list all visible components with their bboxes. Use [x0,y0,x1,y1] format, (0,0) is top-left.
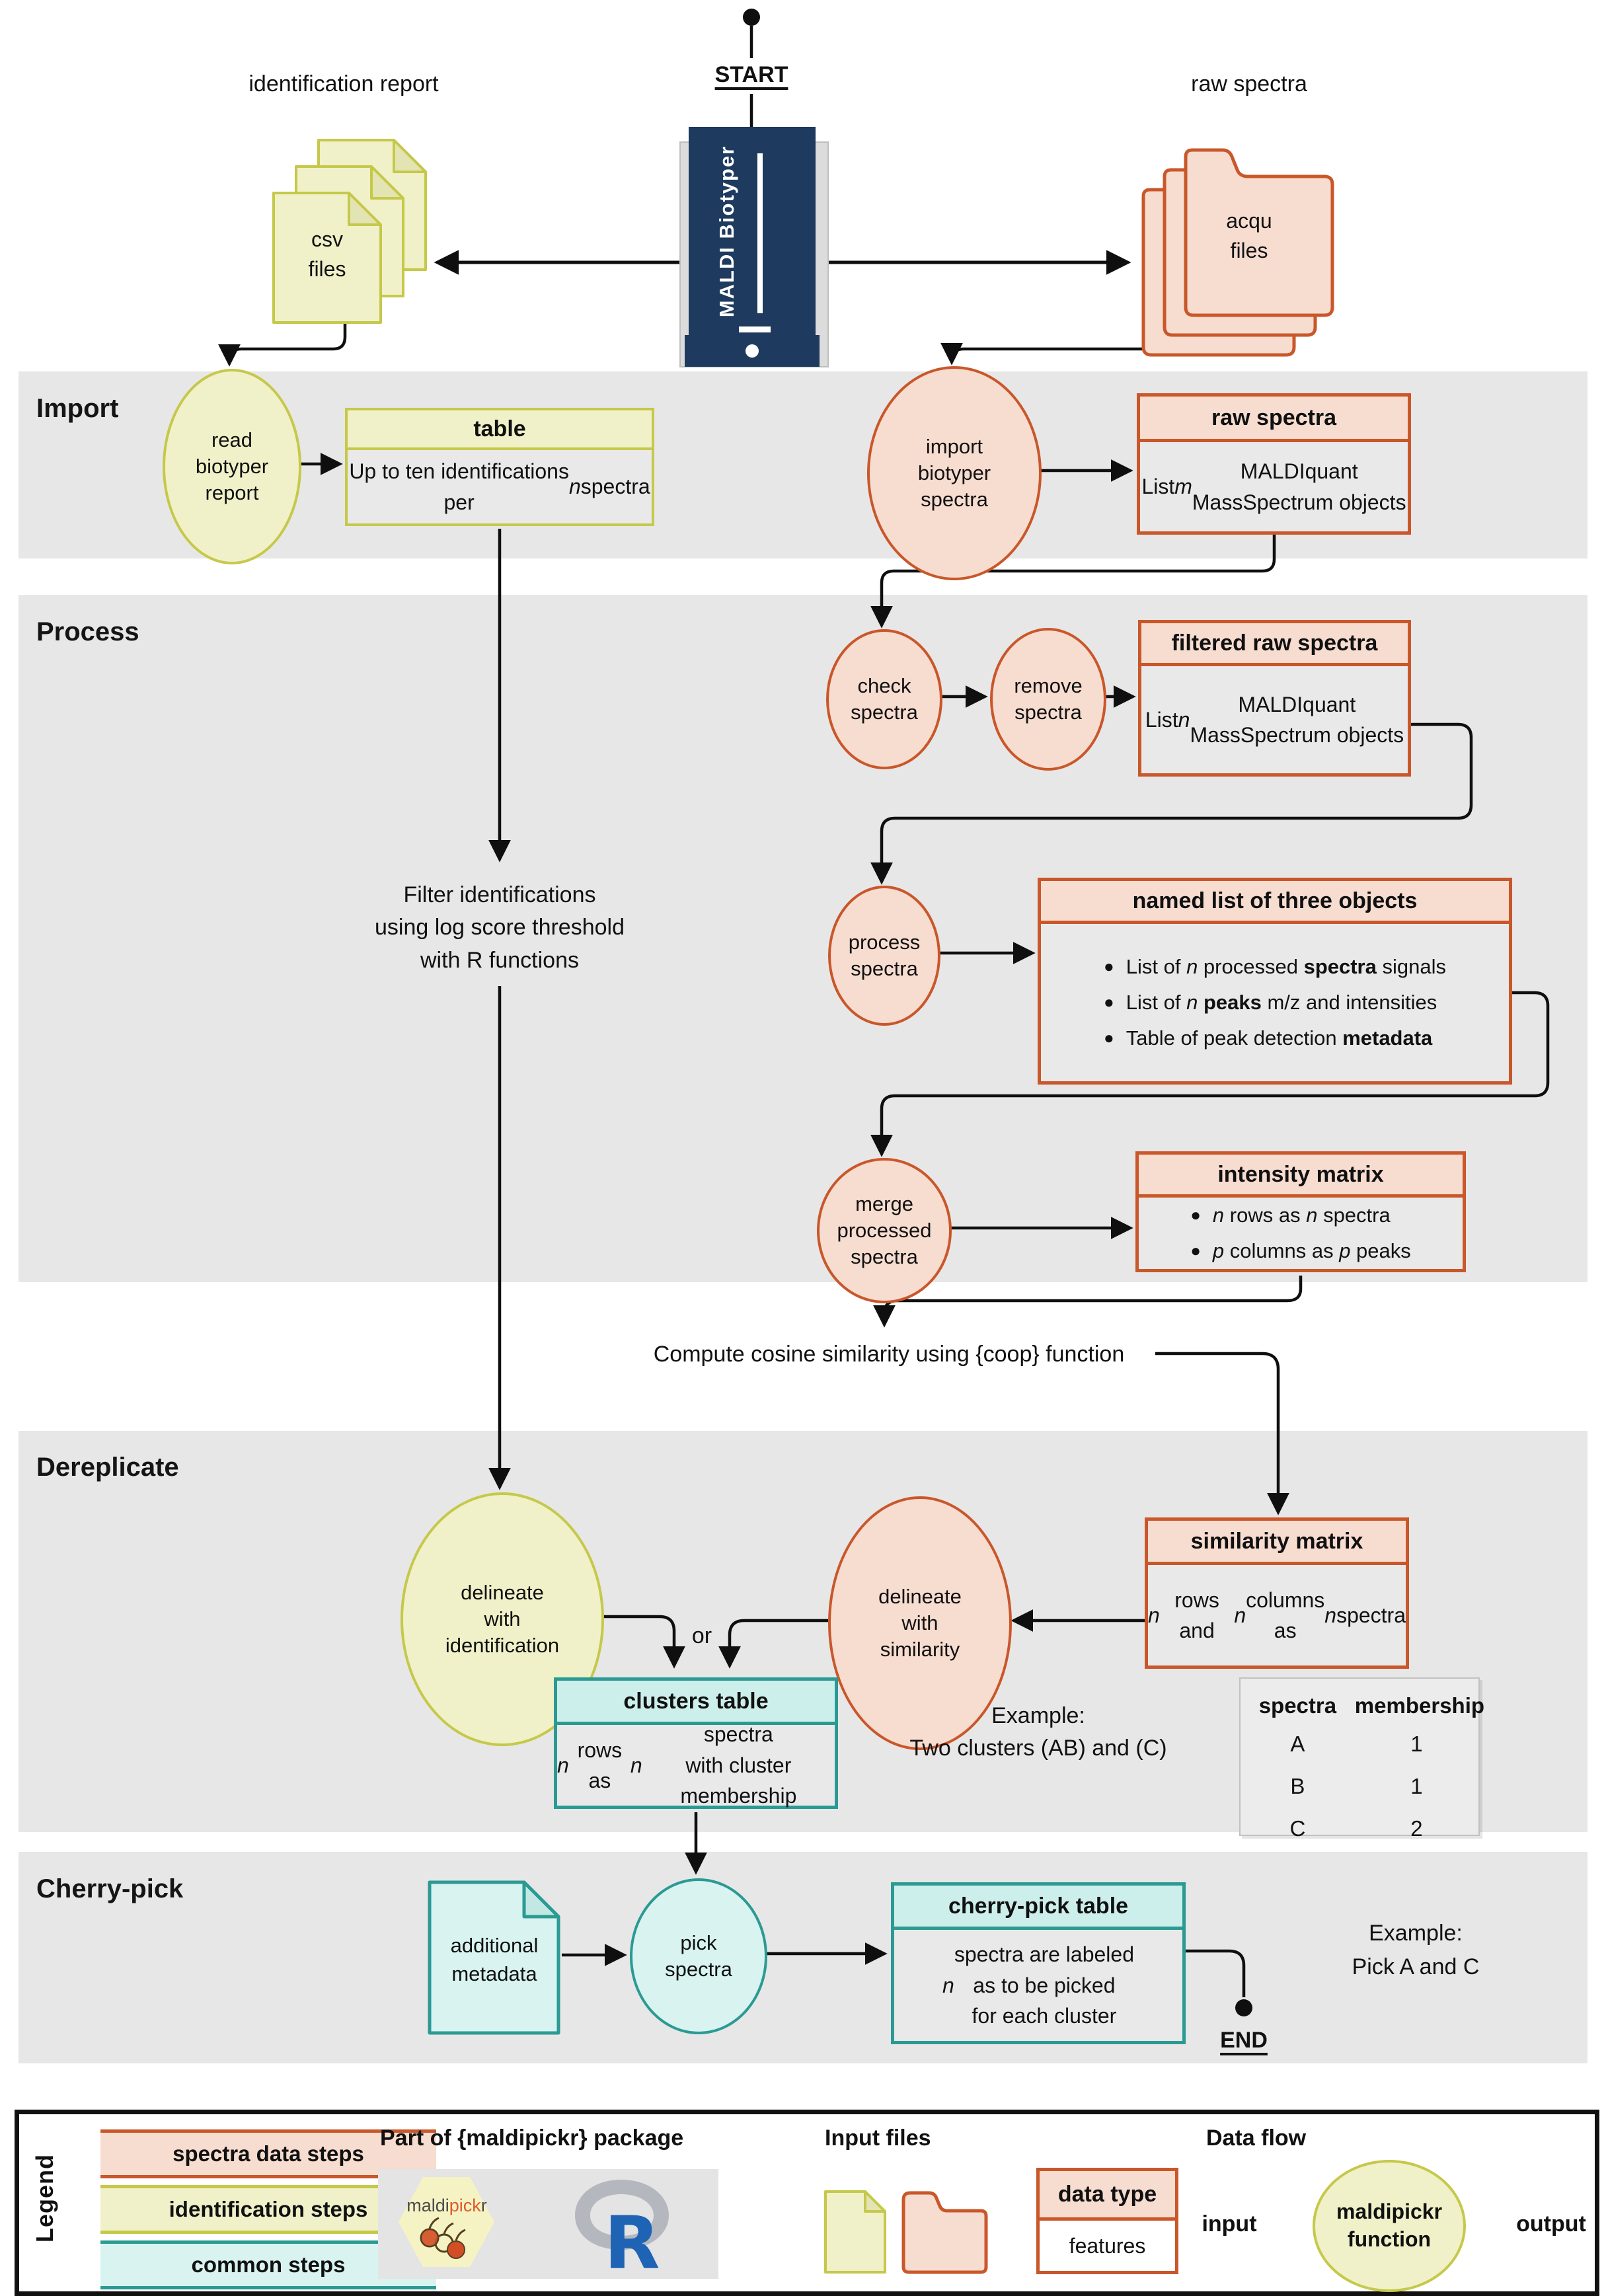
legend-swatch-spectra-data-steps: spectra data steps [100,2129,436,2178]
svg-text:maldipickr: maldipickr [406,2196,487,2215]
section-label-process: Process [36,617,139,646]
clusters-table-box: clusters table n rows as n spectra with … [554,1677,838,1809]
filter-identifications-note: Filter identifications using log score t… [374,882,625,973]
filtered-raw-spectra-box-body: List n MALDIquant MassSpectrum objects [1138,663,1411,777]
membership-col-header: spectra [1258,1693,1337,1718]
clusters-table-box-body: n rows as n spectra with cluster members… [554,1722,838,1809]
bullet-dot-icon: ● [1190,1241,1201,1260]
maldipickr-logo-icon: maldipickr [399,2177,494,2267]
acqu-files-label: acqu files [1226,209,1272,262]
raw-spectra-box: raw spectra List m MALDIquant MassSpectr… [1137,393,1411,535]
membership-cell: 2 [1410,1816,1423,1841]
start-label: START [714,62,788,87]
step-process-spectra: process spectra [828,886,940,1026]
start-dot [743,9,760,26]
step-read-biotyper-report: read biotyper report [163,369,301,564]
step-merge-processed-spectra: merge processed spectra [817,1158,952,1303]
identification-report-label: identification report [249,71,439,96]
cherry-pick-table-box-title: cherry-pick table [891,1882,1186,1927]
legend-swatch-label: identification steps [169,2197,368,2221]
bullet-dot-icon: ● [1190,1204,1201,1225]
step-pick-spectra: pick spectra [630,1878,767,2034]
section-label-cherry-pick: Cherry-pick [36,1874,184,1903]
r-logo-icon: R [575,2180,669,2277]
step-import-biotyper-spectra: import biotyper spectra [867,366,1042,580]
step-delineate-with-similarity: delineate with similarity [828,1496,1012,1750]
named-list-box: named list of three objects ●List of n p… [1038,878,1512,1085]
device-body [689,127,816,335]
legend-data-type-title: data type [1036,2168,1178,2217]
intensity-bullet: ●n rows as n spectra [1190,1203,1391,1227]
legend-folder-icon [901,2191,988,2274]
cherry-pick-table-box: cherry-pick table n spectra are labeled … [891,1882,1186,2044]
table-box-body: Up to ten identifications per n spectra [345,447,654,526]
csv-files-icon [272,139,427,324]
legend-data-flow-title: Data flow [1206,2125,1307,2151]
cherry-pick-example-note: Example: Pick A and C [1352,1921,1480,1979]
filtered-raw-spectra-box-title: filtered raw spectra [1138,620,1411,663]
raw-spectra-label: raw spectra [1191,71,1307,96]
named-list-box-title: named list of three objects [1038,878,1512,921]
bullet-dot-icon: ● [1104,991,1114,1012]
intensity-matrix-box-title: intensity matrix [1135,1151,1466,1194]
additional-metadata-file-icon [428,1880,560,2035]
svg-text:R: R [604,2201,660,2277]
legend-swatch-label: spectra data steps [172,2141,364,2166]
membership-cell: 1 [1410,1774,1423,1798]
device-base-dot [746,344,759,358]
csv-files-label: csv files [308,227,346,281]
raw-spectra-box-body: List m MALDIquant MassSpectrum objects [1137,439,1411,535]
membership-cell: A [1290,1732,1305,1756]
similarity-matrix-box-body: n rows and n columns as n spectra [1145,1562,1409,1669]
named-list-bullet: ●Table of peak detection metadata [1104,1026,1433,1050]
named-list-bullet: ●List of n peaks m/z and intensities [1104,990,1437,1014]
named-list-box-body: ●List of n processed spectra signals ●Li… [1038,921,1512,1085]
bullet-dot-icon: ● [1104,956,1114,976]
or-label: or [691,1623,712,1648]
additional-metadata-label: additional metadata [450,1934,539,1986]
table-box: table Up to ten identifications per n sp… [345,408,654,526]
legend-document-icon [824,2190,886,2274]
legend-package-title: Part of {maldipickr} package [380,2125,684,2151]
membership-cell: 1 [1410,1732,1423,1756]
legend-data-type-body: features [1036,2217,1178,2274]
intensity-matrix-box-body: ●n rows as n spectra ●p columns as p pea… [1135,1194,1466,1272]
step-check-spectra: check spectra [826,629,942,769]
legend-output-label: output [1516,2211,1586,2237]
membership-cell: C [1289,1816,1306,1841]
end-label: END [1220,2028,1268,2053]
acqu-folders-icon [1141,148,1334,357]
legend-maldipickr-function-step: maldipickr function [1313,2160,1466,2292]
dereplicate-example-note: Example: Two clusters (AB) and (C) [909,1703,1167,1761]
legend-input-files-title: Input files [825,2125,931,2151]
similarity-matrix-box-title: similarity matrix [1145,1517,1409,1562]
filtered-raw-spectra-box: filtered raw spectra List n MALDIquant M… [1138,620,1411,777]
clusters-table-box-title: clusters table [554,1677,838,1722]
intensity-matrix-box: intensity matrix ●n rows as n spectra ●p… [1135,1151,1466,1272]
similarity-matrix-box: similarity matrix n rows and n columns a… [1145,1517,1409,1669]
table-box-title: table [345,408,654,447]
membership-table: spectra membership A 1 B 1 C 2 [1239,1677,1485,1841]
membership-cell: B [1290,1774,1305,1798]
conn-intensity-to-cosine-note [873,1276,1303,1328]
cosine-similarity-note: Compute cosine similarity using {coop} f… [653,1342,1125,1367]
step-remove-spectra: remove spectra [990,628,1106,771]
device-label: MALDI Biotyper [715,145,738,318]
legend-swatch-label: common steps [191,2252,346,2277]
legend-input-label: input [1202,2211,1257,2237]
cherry-pick-band [19,1852,1587,2063]
bullet-dot-icon: ● [1104,1028,1114,1048]
cherries-icon [420,2217,466,2259]
membership-col-header: membership [1354,1693,1485,1718]
section-label-dereplicate: Dereplicate [36,1453,179,1482]
legend-title: Legend [31,2154,58,2243]
section-label-import: Import [36,394,119,423]
cherry-pick-table-box-body: n spectra are labeled as to be picked fo… [891,1927,1186,2044]
intensity-bullet: ●p columns as p peaks [1190,1239,1411,1262]
raw-spectra-box-title: raw spectra [1137,393,1411,439]
named-list-bullet: ●List of n processed spectra signals [1104,954,1446,978]
device-dash [739,326,771,332]
device-slot [757,153,763,313]
legend-data-type-box: data type features [1036,2168,1178,2274]
